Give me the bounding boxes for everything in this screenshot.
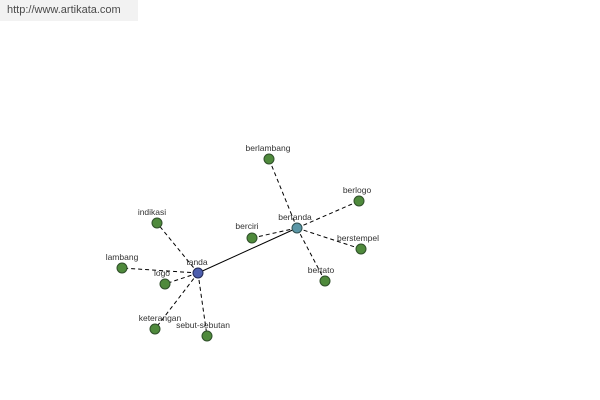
node-dot	[291, 222, 303, 234]
node-dot	[246, 232, 258, 244]
node-lambang[interactable]: lambang	[106, 252, 139, 274]
node-dot	[116, 262, 128, 274]
edge-bertanda-berstempel	[296, 227, 362, 250]
node-sebut-sebutan[interactable]: sebut-sebutan	[176, 320, 230, 342]
edge-tanda-lambang	[121, 267, 199, 274]
node-dot	[355, 243, 367, 255]
node-dot	[151, 217, 163, 229]
node-dot	[263, 153, 275, 165]
edge-bertanda-berlambang	[268, 158, 298, 229]
node-dot	[353, 195, 365, 207]
node-berlogo[interactable]: berlogo	[343, 185, 372, 207]
node-label: tanda	[186, 257, 208, 267]
edge-tanda-indikasi	[156, 222, 199, 274]
edge-tanda-keterangan	[154, 272, 199, 330]
node-dot	[319, 275, 331, 287]
edge-tanda-bertanda	[197, 227, 298, 274]
node-label: bertato	[308, 265, 335, 275]
node-label: berstempel	[337, 233, 379, 243]
node-label: sebut-sebutan	[176, 320, 230, 330]
edge-bertanda-bertato	[296, 227, 326, 282]
node-label: berlogo	[343, 185, 372, 195]
node-label: indikasi	[138, 207, 166, 217]
node-label: lambang	[106, 252, 139, 262]
node-bertanda[interactable]: bertanda	[278, 212, 312, 234]
edge-tanda-logo	[164, 272, 199, 285]
node-berlambang[interactable]: berlambang	[246, 143, 291, 165]
node-dot	[149, 323, 161, 335]
node-tanda[interactable]: tanda	[186, 257, 208, 279]
node-berciri[interactable]: berciri	[235, 221, 259, 244]
node-logo[interactable]: logo	[154, 268, 171, 290]
node-dot	[192, 267, 204, 279]
node-label: bertanda	[278, 212, 312, 222]
node-berstempel[interactable]: berstempel	[337, 233, 379, 255]
nodes: berlambang berlogo indikasi berciri bers…	[106, 143, 379, 342]
node-label: keterangan	[139, 313, 182, 323]
node-dot	[201, 330, 213, 342]
node-label: logo	[154, 268, 170, 278]
node-keterangan[interactable]: keterangan	[139, 313, 182, 335]
edge-tanda-sebut-sebutan	[197, 272, 208, 337]
edge-bertanda-berlogo	[296, 200, 360, 229]
edge-bertanda-berciri	[251, 227, 298, 239]
node-label: berciri	[235, 221, 258, 231]
url-banner: http://www.artikata.com	[0, 0, 138, 21]
node-indikasi[interactable]: indikasi	[138, 207, 166, 229]
node-bertato[interactable]: bertato	[308, 265, 335, 287]
node-dot	[159, 278, 171, 290]
node-label: berlambang	[246, 143, 291, 153]
url-link[interactable]: http://www.artikata.com	[7, 4, 121, 16]
edges	[121, 158, 362, 337]
